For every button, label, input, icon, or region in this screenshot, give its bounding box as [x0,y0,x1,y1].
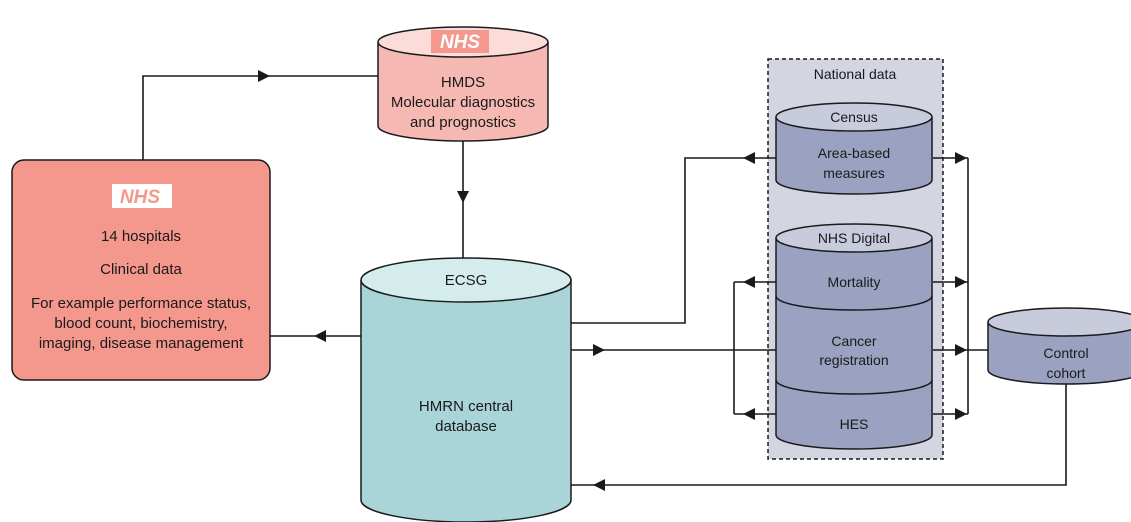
census-top [775,102,933,132]
hospitals-count: 14 hospitals [101,228,181,245]
hospitals-nhs-logo-text: NHS [120,187,160,208]
national-data-title: National data [814,66,897,82]
hmds-body [377,42,549,142]
connector-control-to-ecsg [571,380,1067,486]
hospitals-rect [11,159,271,381]
arrow-to-mortality-left [743,276,755,288]
hospitals-examples-line1: For example performance status, [31,295,251,312]
control-cohort-body [987,322,1131,385]
hospitals-examples-line2: blood count, biochemistry, [54,315,227,332]
arrowheads [258,70,967,491]
nhs-digital-top-label: NHS Digital [818,230,890,246]
census-body [775,117,933,195]
arrow-to-census-left [743,152,755,164]
nhs-digital-body [775,238,933,450]
census-body-line2: measures [823,165,884,181]
connector-ecsg-to-census [571,157,776,324]
hes-label: HES [840,416,869,432]
control-cohort-line1: Control [1043,345,1088,361]
census-top-label: Census [830,109,877,125]
control-cohort-line2: cohort [1047,365,1086,381]
hospitals-nhs-logo [112,184,172,208]
ecsg-main-label-line1: HMRN central [419,398,513,415]
ecsg-database: ECSG HMRN central database [360,257,572,522]
hmds-label-line2: Molecular diagnostics [391,94,535,111]
hmds-nhs-logo [431,30,489,53]
mortality-label: Mortality [828,274,881,290]
arrow-to-hes-left [743,408,755,420]
hmds-database: NHS HMDS Molecular diagnostics and progn… [377,26,549,142]
arrow-hes-right [955,408,967,420]
arrow-census-right [955,152,967,164]
hmds-label: HMDS [441,74,485,91]
arrow-cancer-right [955,344,967,356]
arrow-control-to-ecsg [593,479,605,491]
arrow-mortality-right [955,276,967,288]
hmds-label-line3: and prognostics [410,114,516,131]
ecsg-top-label: ECSG [445,272,488,289]
control-cohort-top [987,307,1131,337]
hospitals-examples-line3: imaging, disease management [39,335,244,352]
arrow-to-ecsg [457,191,469,203]
nhs-digital-separator-1 [775,295,933,311]
connector-hospitals-to-hmds [142,75,378,160]
census-body-line1: Area-based [818,145,890,161]
nhs-digital-top [775,223,933,253]
ecsg-top [360,257,572,303]
nhs-digital-separator-2 [775,379,933,395]
hospitals-box: NHS 14 hospitals Clinical data For examp… [11,159,271,381]
cancer-registration-line1: Cancer [831,333,876,349]
hmds-nhs-logo-text: NHS [440,32,480,53]
arrow-to-hmds [258,70,270,82]
census-database: Census Area-based measures [775,102,933,195]
nhs-digital-database: NHS Digital Mortality Cancer registratio… [775,223,933,450]
hospitals-clinical-data: Clinical data [100,261,182,278]
ecsg-main-label-line2: database [435,418,497,435]
arrow-ecsg-to-cancer [593,344,605,356]
cancer-registration-line2: registration [819,352,888,368]
control-cohort-database: Control cohort [987,307,1131,385]
arrow-to-hospitals [314,330,326,342]
